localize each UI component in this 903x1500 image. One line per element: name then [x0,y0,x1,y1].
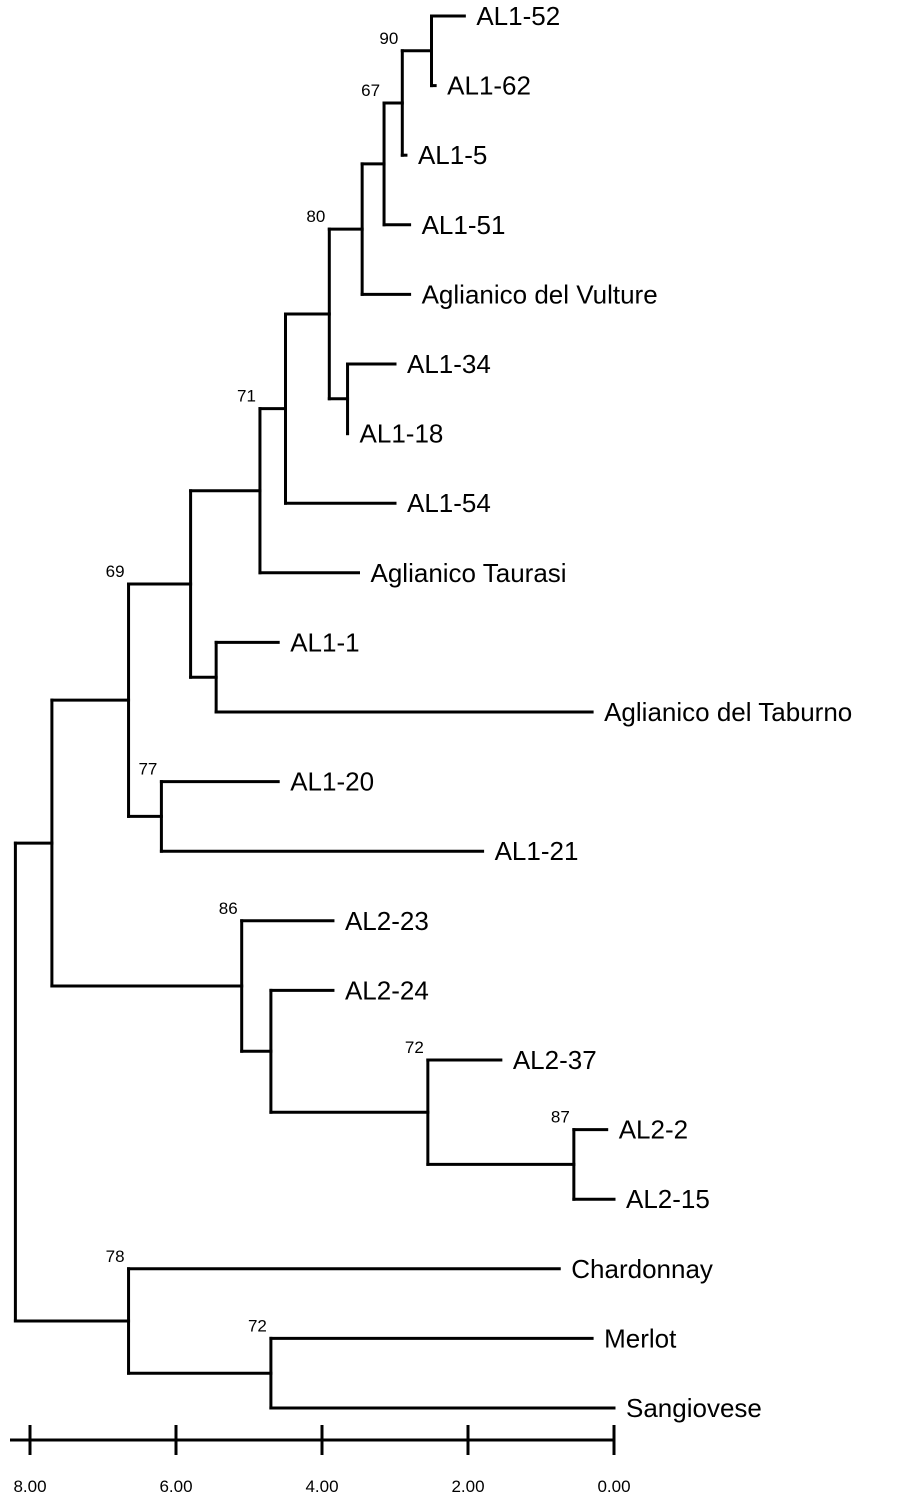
axis-tick-label: 6.00 [159,1477,192,1496]
bootstrap-value: 90 [379,29,398,48]
leaf-label: Aglianico del Vulture [422,279,658,309]
leaf-label: AL1-34 [407,349,491,379]
axis-tick-label: 2.00 [451,1477,484,1496]
leaf-label: AL2-2 [619,1115,688,1145]
axis-tick-label: 0.00 [597,1477,630,1496]
leaf-label: AL1-54 [407,488,491,518]
leaf-label: AL1-51 [422,210,506,240]
bootstrap-value: 78 [106,1247,125,1266]
leaf-label: Aglianico Taurasi [371,558,567,588]
leaf-label: AL2-24 [345,975,429,1005]
bootstrap-value: 72 [248,1316,267,1335]
leaf-label: AL1-18 [360,419,444,449]
leaf-label: Chardonnay [571,1254,713,1284]
bootstrap-value: 67 [361,81,380,100]
leaf-label: AL2-23 [345,906,429,936]
bootstrap-value: 80 [306,207,325,226]
distance-scale-axis: 8.00 6.00 4.00 2.00 0.00 [10,1425,631,1496]
leaf-label: AL2-15 [626,1184,710,1214]
bootstrap-value: 77 [138,760,157,779]
tree-branches [13,14,616,1410]
bootstrap-value: 72 [405,1038,424,1057]
leaf-label: AL1-5 [418,140,487,170]
bootstrap-value: 86 [219,899,238,918]
axis-tick-label: 4.00 [305,1477,338,1496]
leaf-label: AL1-20 [290,767,374,797]
bootstrap-value: 69 [106,562,125,581]
bootstrap-value: 71 [237,387,256,406]
leaf-label: AL1-52 [476,1,560,31]
bootstrap-value: 87 [551,1108,570,1127]
leaf-label: AL1-1 [290,627,359,657]
bootstrap-support-labels: 90 67 80 71 77 69 87 72 86 72 78 [106,29,570,1336]
leaf-label: Merlot [604,1323,677,1353]
leaf-label: AL2-37 [513,1045,597,1075]
leaf-label: Sangiovese [626,1393,762,1423]
axis-tick-label: 8.00 [13,1477,46,1496]
leaf-label: Aglianico del Taburno [604,697,852,727]
leaf-label: AL1-62 [447,71,531,101]
leaf-label: AL1-21 [495,836,579,866]
